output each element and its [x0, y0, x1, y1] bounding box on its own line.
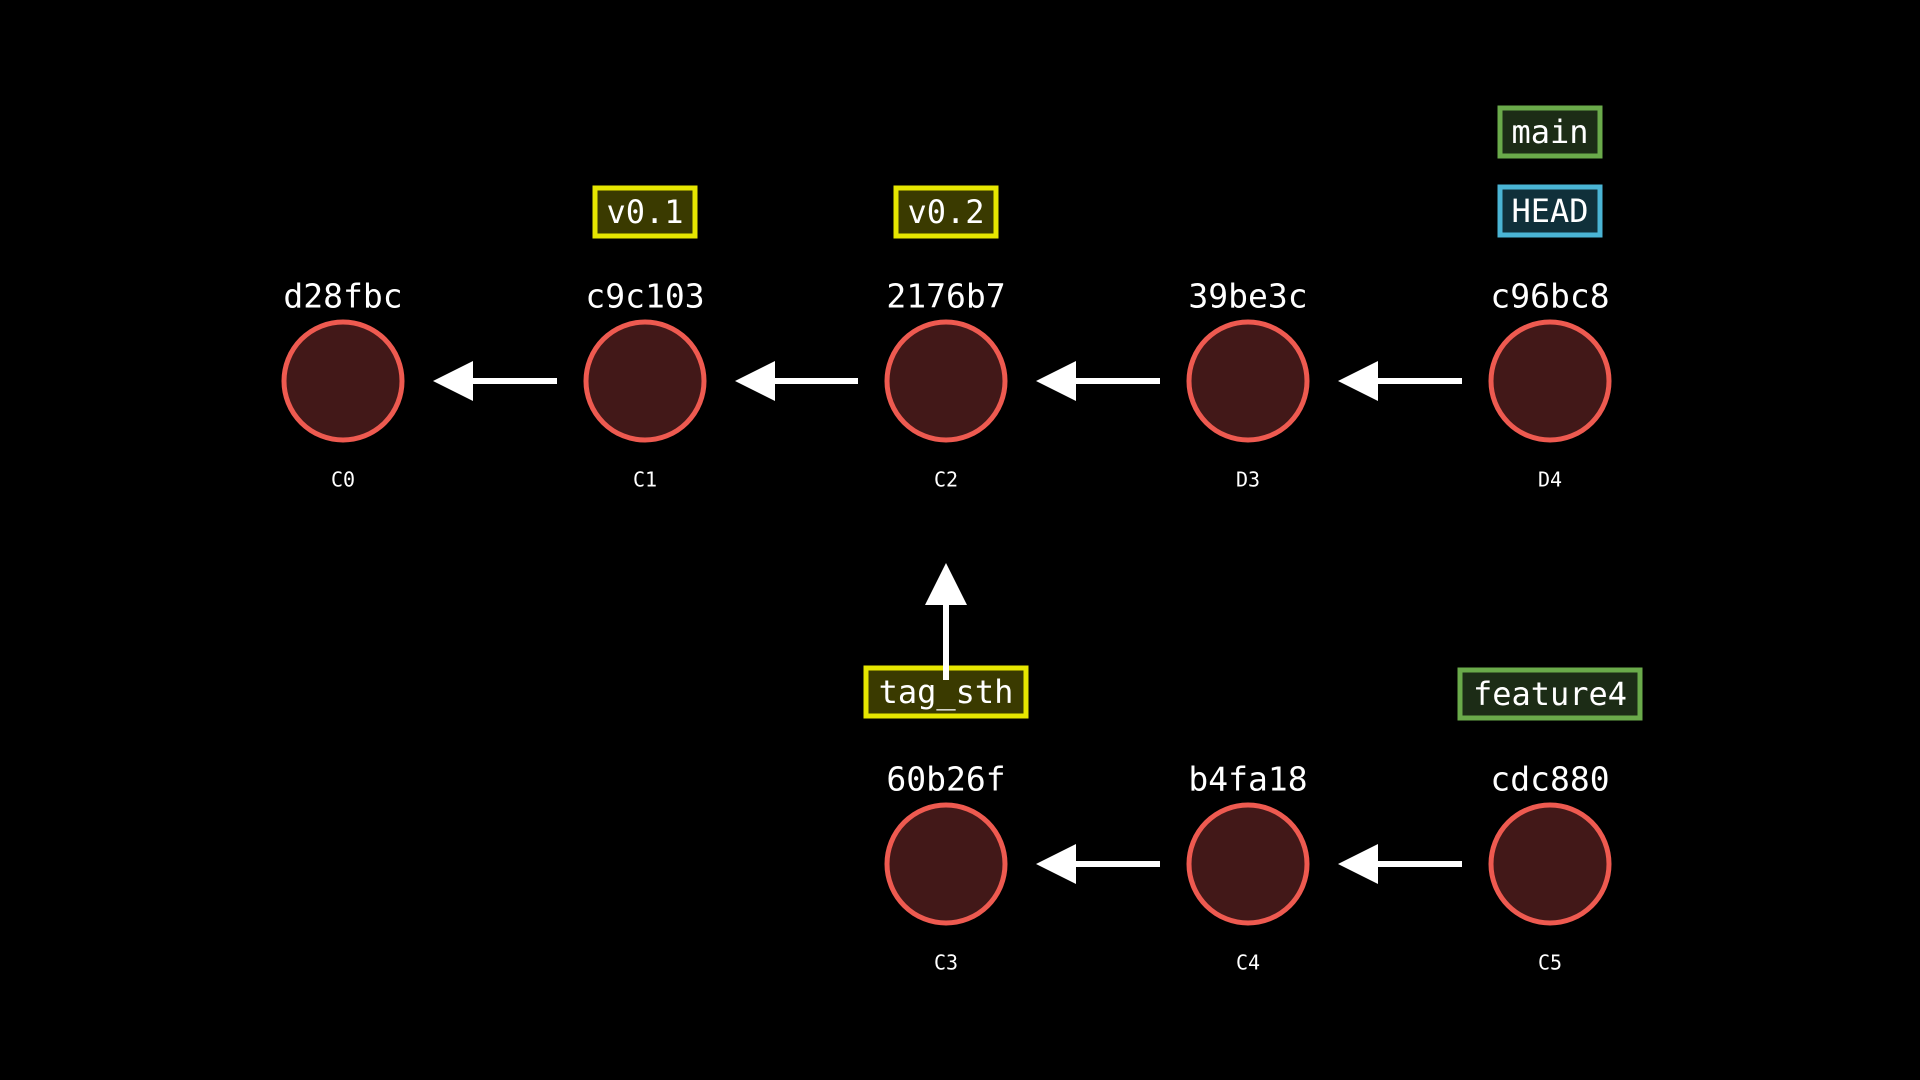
- commit-circle[interactable]: [1488, 319, 1612, 443]
- commit-hash: 2176b7: [886, 277, 1005, 316]
- commit-label: C3: [934, 951, 958, 975]
- commit-label: D3: [1236, 468, 1260, 492]
- ref-label: v0.1: [606, 193, 683, 231]
- ref-label: v0.2: [907, 193, 984, 231]
- commit-hash: d28fbc: [283, 277, 402, 316]
- ref-label: main: [1511, 113, 1588, 151]
- commit-circle[interactable]: [281, 319, 405, 443]
- edge-arrow: [1338, 361, 1462, 401]
- edge-arrow: [1338, 844, 1462, 884]
- commit-circle[interactable]: [1488, 802, 1612, 926]
- commit-circle[interactable]: [1186, 802, 1310, 926]
- commit-label: C1: [633, 468, 657, 492]
- commit-hash: 39be3c: [1188, 277, 1307, 316]
- edge-arrow: [735, 361, 858, 401]
- branch-ref-feature4[interactable]: feature4: [1457, 667, 1643, 721]
- commit-hash: b4fa18: [1188, 760, 1307, 799]
- edge-arrow: [1036, 844, 1160, 884]
- commit-hash: cdc880: [1490, 760, 1609, 799]
- branch-ref-main[interactable]: main: [1497, 105, 1603, 159]
- commit-label: C4: [1236, 951, 1260, 975]
- tag-ref-v0-2[interactable]: v0.2: [893, 185, 999, 239]
- ref-label: feature4: [1473, 675, 1627, 713]
- commit-hash: 60b26f: [886, 760, 1005, 799]
- arrow-head: [1338, 844, 1378, 884]
- commit-hash: c9c103: [585, 277, 704, 316]
- commit-label: C2: [934, 468, 958, 492]
- ref-box[interactable]: [592, 185, 698, 239]
- ref-box[interactable]: [1497, 184, 1603, 238]
- commit-label: C5: [1538, 951, 1562, 975]
- commit-circle[interactable]: [884, 802, 1008, 926]
- commit-circle[interactable]: [884, 319, 1008, 443]
- arrow-head: [925, 563, 967, 605]
- commit-label: D4: [1538, 468, 1562, 492]
- commit-circle[interactable]: [1186, 319, 1310, 443]
- ref-label: HEAD: [1511, 192, 1588, 230]
- ref-box[interactable]: [1497, 105, 1603, 159]
- arrow-head: [1338, 361, 1378, 401]
- arrow-head: [1036, 844, 1076, 884]
- edge-arrow: [433, 361, 557, 401]
- arrow-head: [1036, 361, 1076, 401]
- tag-ref-v0-1[interactable]: v0.1: [592, 185, 698, 239]
- ref-box[interactable]: [1457, 667, 1643, 721]
- commit-label: C0: [331, 468, 355, 492]
- arrow-head: [735, 361, 775, 401]
- edge-arrow: [1036, 361, 1160, 401]
- arrow-head: [433, 361, 473, 401]
- commit-hash: c96bc8: [1490, 277, 1609, 316]
- commit-circle[interactable]: [583, 319, 707, 443]
- head-ref-head[interactable]: HEAD: [1497, 184, 1603, 238]
- ref-box[interactable]: [893, 185, 999, 239]
